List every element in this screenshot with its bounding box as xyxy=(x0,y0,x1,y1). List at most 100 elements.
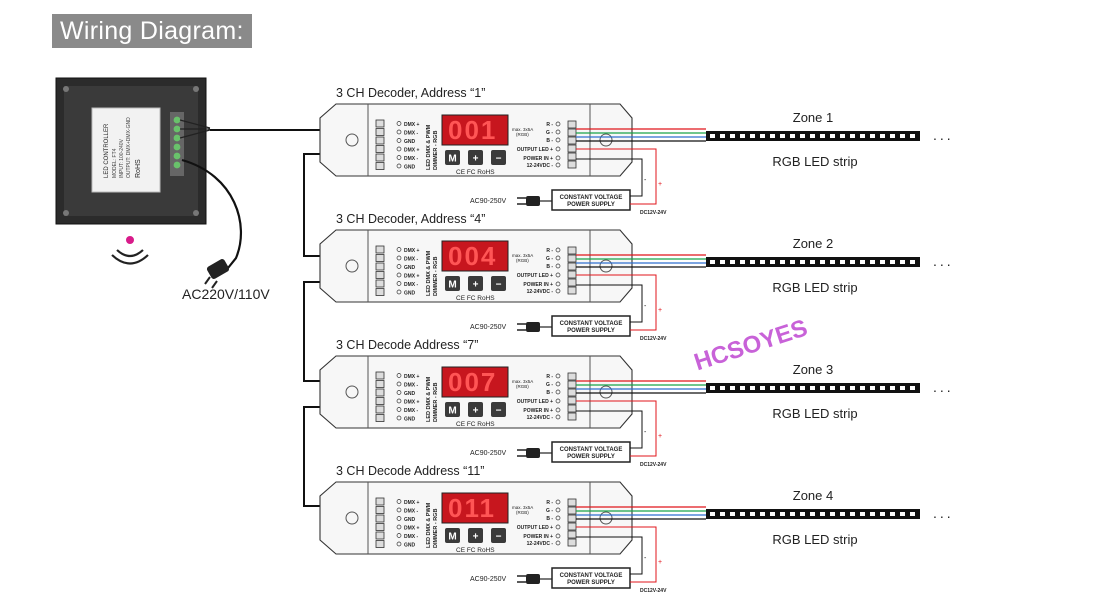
led-chip xyxy=(800,134,805,138)
ac-plug-icon xyxy=(526,574,540,584)
output-terminal xyxy=(567,128,577,137)
output-label: POWER IN + xyxy=(523,408,553,414)
mount-hole xyxy=(599,511,613,525)
decoder-title: 3 CH Decode Address “11” xyxy=(336,464,484,478)
dmx-pin-label: GND xyxy=(404,165,416,171)
mount-hole xyxy=(599,259,613,273)
decoder-cert: CE FC RoHS xyxy=(456,295,495,302)
dmx-terminal xyxy=(375,153,385,162)
output-terminal xyxy=(567,120,577,129)
strip-continuation: ... xyxy=(933,127,954,143)
output-terminal xyxy=(567,396,577,405)
power-wire-negative xyxy=(576,158,643,197)
dc-label: DC12V-24V xyxy=(640,336,667,342)
dmx-terminal xyxy=(375,414,385,422)
power-wire-positive xyxy=(576,148,657,205)
strip-label: RGB LED strip xyxy=(772,154,857,169)
led-chip xyxy=(860,512,865,516)
dmx-pin xyxy=(396,407,402,412)
strip-continuation: ... xyxy=(933,505,954,521)
output-label: OUTPUT LED + xyxy=(517,525,553,531)
dmx-pin xyxy=(396,541,402,547)
power-wire-positive xyxy=(576,274,657,331)
decoder-button-label: + xyxy=(473,280,479,291)
led-chip xyxy=(780,512,785,516)
dmx-pin-label: DMX + xyxy=(404,122,420,128)
dmx-pin xyxy=(396,499,402,504)
led-chip xyxy=(910,260,915,264)
dmx-terminal xyxy=(375,145,385,153)
led-chip xyxy=(800,386,805,390)
led-chip xyxy=(710,260,715,264)
led-chip xyxy=(770,386,775,390)
decoder-title: 3 CH Decoder, Address “4” xyxy=(336,212,485,226)
decoder-button-2 xyxy=(468,150,483,165)
strip-label: RGB LED strip xyxy=(772,406,857,421)
decoder-button-label: − xyxy=(496,532,502,543)
led-chip xyxy=(900,512,905,516)
dmx-pin-label: GND xyxy=(404,543,416,549)
led-chip xyxy=(840,260,845,264)
output-label: POWER IN + xyxy=(523,156,553,162)
output-pin xyxy=(555,121,561,127)
output-label: B - xyxy=(546,390,553,396)
device-label-line1: LED DMX & PWM xyxy=(426,124,432,170)
led-chip xyxy=(740,512,745,516)
led-chip xyxy=(830,134,835,138)
dmx-pin-label: DMX + xyxy=(404,400,420,406)
dmx-terminal xyxy=(375,380,385,388)
led-chip xyxy=(800,512,805,516)
dmx-pin xyxy=(396,533,402,538)
led-chip xyxy=(830,260,835,264)
device-label-line1: LED DMX & PWM xyxy=(426,250,432,296)
decoder-button-1 xyxy=(445,150,460,165)
led-chip xyxy=(890,386,895,390)
output-terminal xyxy=(567,538,577,547)
output-label: B - xyxy=(546,138,553,144)
led-chip xyxy=(850,386,855,390)
led-chip xyxy=(860,386,865,390)
decoder-cert: CE FC RoHS xyxy=(456,421,495,428)
minus-mark: - xyxy=(644,303,647,310)
led-chip xyxy=(890,260,895,264)
dmx-pin xyxy=(396,264,402,269)
decoder-button-label: − xyxy=(496,406,502,417)
psu-label-2: POWER SUPPLY xyxy=(567,202,615,208)
led-chip xyxy=(830,512,835,516)
dmx-pin-label: DMX - xyxy=(404,509,419,515)
output-pin xyxy=(555,263,561,269)
output-pin xyxy=(555,414,561,420)
output-terminal xyxy=(567,412,577,421)
device-label-line2: DIMMER - RGB xyxy=(433,509,439,548)
dmx-pin xyxy=(396,129,402,135)
plus-mark: + xyxy=(658,559,662,566)
led-chip xyxy=(830,386,835,390)
output-pin xyxy=(555,255,561,261)
minus-mark: - xyxy=(644,177,647,184)
output-label: R - xyxy=(546,248,553,254)
power-wire-negative xyxy=(576,284,643,323)
led-chip xyxy=(720,260,725,264)
controller-model: MODEL: FT4 xyxy=(112,148,118,178)
mount-hole xyxy=(345,259,359,273)
dmx-pin-label: DMX + xyxy=(404,500,420,506)
decoder-button-label: + xyxy=(473,154,479,165)
led-chip xyxy=(850,512,855,516)
output-label: G - xyxy=(546,382,553,388)
dmx-terminal xyxy=(375,371,385,380)
dmx-pin xyxy=(396,524,402,530)
ac-input-label: AC90-250V xyxy=(470,450,507,457)
dmx-pin xyxy=(396,373,402,378)
max-rating: max. 3x5A xyxy=(512,253,533,258)
wall-controller: LED CONTROLLER MODEL: FT4 INPUT: 100-240… xyxy=(55,77,243,269)
led-chip xyxy=(720,512,725,516)
max-rating-2: (RGB) xyxy=(516,384,529,389)
dmx-pin xyxy=(396,390,402,395)
dmx-pin xyxy=(396,289,402,295)
ac-input-label: AC90-250V xyxy=(470,324,507,331)
output-pin xyxy=(555,515,561,521)
output-terminal xyxy=(567,262,577,271)
controller-label: LED CONTROLLER xyxy=(104,123,110,178)
decoder-button-2 xyxy=(468,402,483,417)
